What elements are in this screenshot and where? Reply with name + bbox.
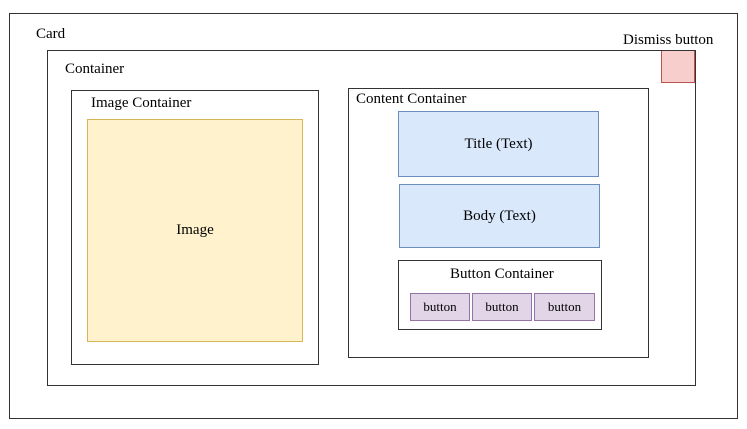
title-text-label: Title (Text) (464, 135, 533, 152)
dismiss-button-label: Dismiss button (623, 32, 714, 48)
card-label: Card (36, 26, 66, 42)
content-container-label: Content Container (356, 91, 467, 107)
image-container-label: Image Container (91, 95, 192, 111)
button-2[interactable]: button (472, 293, 532, 321)
button-3-label: button (547, 299, 582, 314)
button-1[interactable]: button (410, 293, 470, 321)
button-1-label: button (423, 299, 457, 314)
card-box (9, 13, 738, 419)
body-text-label: Body (Text) (463, 207, 536, 224)
container-label: Container (65, 61, 125, 77)
button-2-label: button (485, 299, 519, 314)
image-label: Image (176, 222, 214, 238)
container-box (47, 50, 696, 386)
button-container-label: Button Container (450, 266, 554, 282)
button-3[interactable]: button (534, 293, 595, 321)
content-container-box (348, 88, 649, 358)
body-text-box: Body (Text) (399, 184, 600, 248)
image-container-box (71, 90, 319, 365)
button-container-box (398, 260, 602, 330)
title-text-box: Title (Text) (398, 111, 599, 177)
image-placeholder: Image (87, 119, 303, 342)
